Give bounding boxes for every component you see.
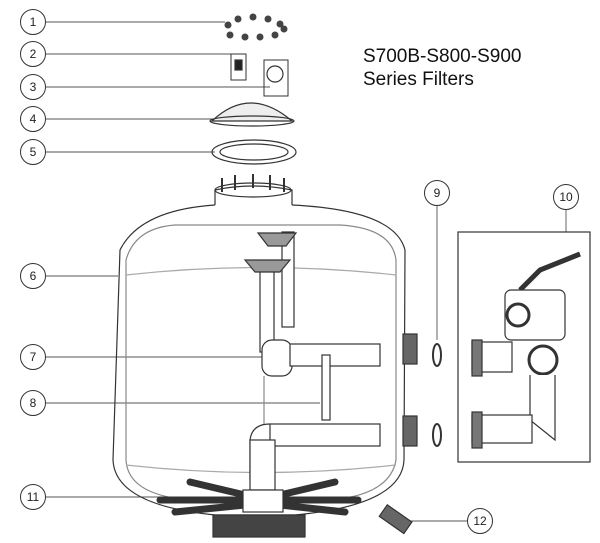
drain-plug-part (378, 504, 413, 535)
callout-4: 4 (20, 106, 46, 132)
diffuser-part (210, 102, 294, 122)
nuts-part (224, 13, 288, 41)
multiport-valve-box (457, 231, 591, 463)
o-ring-upper (432, 343, 442, 367)
diagram-title-line1: S700B-S800-S900 (363, 46, 522, 67)
callout-12: 12 (467, 508, 493, 534)
callout-2: 2 (20, 41, 46, 67)
callout-3: 3 (20, 74, 46, 100)
callout-9: 9 (424, 180, 450, 206)
pressure-gauge-box (263, 59, 289, 97)
leader-lines (46, 21, 567, 522)
callout-11: 11 (20, 484, 46, 510)
bulkhead-upper (402, 333, 418, 365)
o-ring-lower (432, 423, 442, 447)
laterals-part (156, 478, 362, 516)
multiport-valve-part (471, 251, 581, 449)
air-relief-box (230, 53, 247, 81)
tank-part (112, 174, 406, 538)
callout-10: 10 (553, 184, 579, 210)
callout-1: 1 (20, 9, 46, 35)
callout-8: 8 (20, 390, 46, 416)
callout-7: 7 (20, 344, 46, 370)
diagram-title-line2: Series Filters (363, 69, 474, 90)
bulkhead-lower (402, 415, 418, 447)
callout-5: 5 (20, 139, 46, 165)
gasket-ring-part (211, 139, 297, 165)
callout-6: 6 (20, 263, 46, 289)
